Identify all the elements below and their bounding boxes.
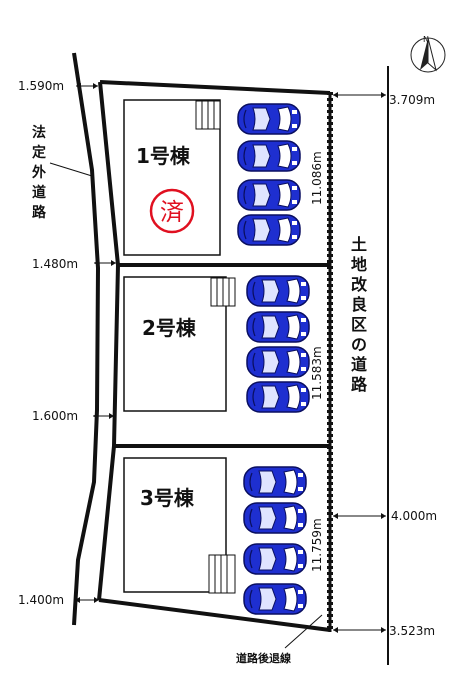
- parking-lot-2: [246, 275, 310, 413]
- left-road-leader: [49, 162, 93, 177]
- car-icon: [237, 179, 301, 211]
- car-icon: [246, 311, 310, 343]
- left-road-label-text: 法定外道路: [32, 124, 47, 221]
- left-width-4: 1.400m: [18, 593, 64, 607]
- parking-lot-3: [243, 466, 307, 615]
- setback-label: 道路後退線: [236, 651, 291, 665]
- building-2: [123, 276, 236, 412]
- right-width-1: 3.709m: [389, 93, 435, 107]
- right-road-label-text: 土地改良区の道路: [351, 235, 368, 394]
- sold-stamp-text: 済: [160, 198, 184, 226]
- car-icon: [237, 140, 301, 172]
- lot-1-depth: 11.086m: [310, 151, 324, 205]
- right-widths: 3.709m 4.000m 3.523m: [333, 92, 437, 638]
- car-icon: [246, 381, 310, 413]
- setback-leader: [284, 614, 323, 649]
- left-width-3: 1.600m: [32, 409, 78, 423]
- compass-north-label: N: [423, 35, 429, 44]
- right-road-label: 土地改良区の道路: [351, 235, 368, 394]
- car-icon: [237, 103, 301, 135]
- compass: N: [410, 35, 446, 73]
- left-width-1: 1.590m: [18, 79, 64, 93]
- car-icon: [246, 346, 310, 378]
- lot-2-label: 2号棟: [142, 316, 197, 340]
- car-icon: [237, 214, 301, 246]
- left-road-label: 法定外道路: [32, 124, 47, 221]
- lot-3-label: 3号棟: [140, 486, 195, 510]
- lot-1-label: 1号棟: [136, 144, 191, 168]
- car-icon: [243, 583, 307, 615]
- building-3: [123, 457, 236, 594]
- lot-bottom-edge: [98, 598, 331, 632]
- left-road-boundary: [72, 52, 101, 626]
- right-width-2: 4.000m: [391, 509, 437, 523]
- parking-lot-1: [237, 103, 301, 246]
- sold-stamp: 済: [149, 188, 195, 234]
- right-width-3: 3.523m: [389, 624, 435, 638]
- car-icon: [246, 275, 310, 307]
- lot-left-edge: [97, 81, 121, 601]
- car-icon: [243, 466, 307, 498]
- car-icon: [243, 502, 307, 534]
- lot-3-depth: 11.759m: [310, 518, 324, 572]
- lot-2-depth: 11.583m: [310, 346, 324, 400]
- left-width-2: 1.480m: [32, 257, 78, 271]
- car-icon: [243, 543, 307, 575]
- left-widths: 1.590m 1.480m 1.600m 1.400m: [18, 79, 116, 607]
- lot-top-edge: [99, 80, 331, 95]
